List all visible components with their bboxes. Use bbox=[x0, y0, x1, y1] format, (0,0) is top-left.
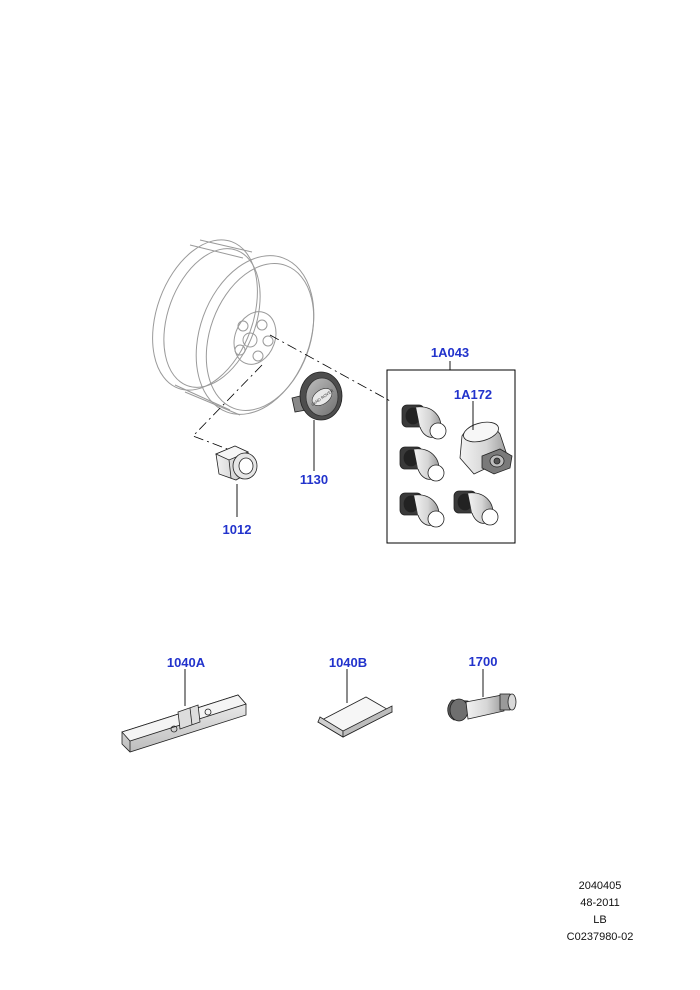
balance-weight-b bbox=[317, 696, 393, 738]
callout-1a172[interactable]: 1A172 bbox=[454, 387, 492, 402]
locking-nut-kit bbox=[386, 369, 516, 544]
callout-1012[interactable]: 1012 bbox=[223, 522, 252, 537]
callout-1040b[interactable]: 1040B bbox=[329, 655, 367, 670]
callout-1a043[interactable]: 1A043 bbox=[431, 345, 469, 360]
balance-weight-a bbox=[121, 694, 247, 753]
wheel bbox=[152, 239, 315, 416]
reference-code: 2040405 bbox=[578, 880, 622, 892]
wheel-nut bbox=[215, 445, 258, 481]
callout-leaders bbox=[184, 361, 484, 706]
reference-illustration-id: C0237980-02 bbox=[566, 931, 634, 943]
callout-1700[interactable]: 1700 bbox=[469, 654, 498, 669]
callout-1040a[interactable]: 1040A bbox=[167, 655, 206, 670]
center-cap: LAND ROVER bbox=[291, 371, 343, 421]
locking-nut-set bbox=[399, 404, 499, 528]
diagram-reference-block: 2040405 48-2011 LB C0237980-02 bbox=[540, 878, 660, 946]
callout-1130[interactable]: 1130 bbox=[300, 472, 328, 487]
locking-nut bbox=[459, 421, 513, 475]
tyre-valve bbox=[447, 693, 517, 722]
reference-date: 48-2011 bbox=[580, 897, 620, 909]
callout-labels: 1012 1130 1A043 1A172 1040A 1040B 1700 bbox=[167, 345, 498, 670]
reference-region: LB bbox=[593, 914, 607, 926]
assembly-lines bbox=[192, 334, 393, 451]
